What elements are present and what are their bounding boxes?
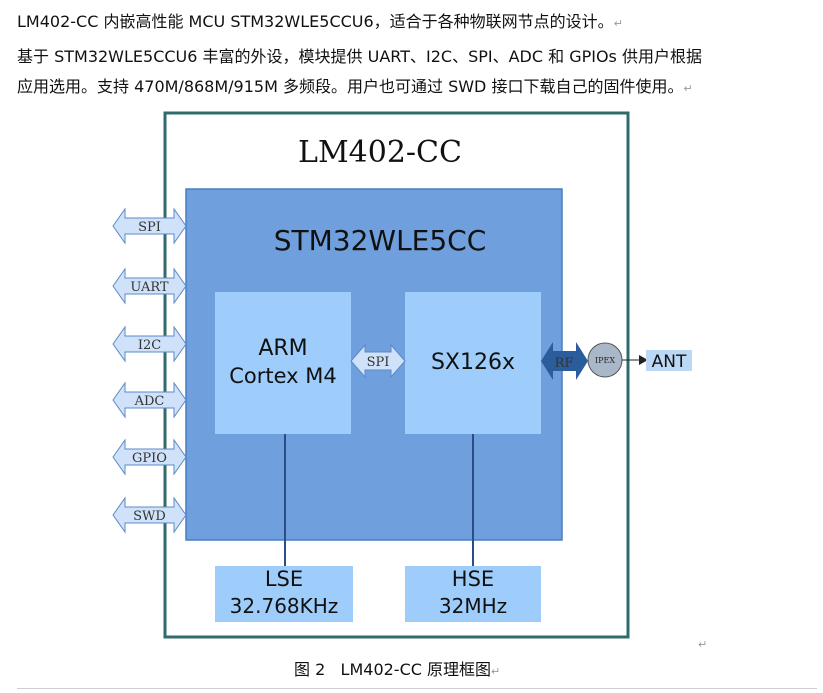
arm-core-block [215, 292, 351, 434]
module-title: LM402-CC [298, 135, 462, 170]
hse-frequency: 32MHz [439, 594, 507, 618]
internal-spi-label: SPI [367, 355, 390, 370]
radio-block [405, 292, 541, 434]
interface-arrow-i2c [112, 325, 187, 363]
lse-block [215, 566, 353, 622]
chip-title: STM32WLE5CC [274, 224, 487, 257]
lse-frequency: 32.768KHz [230, 594, 339, 618]
return-mark: ↵ [683, 82, 693, 95]
interface-arrows: SPI UART I2C ADC GPIO SWD [112, 207, 187, 534]
antenna-label: ANT [652, 352, 687, 372]
interface-label-spi: SPI [138, 220, 161, 235]
return-mark: ↵ [491, 665, 501, 678]
interface-label-gpio: GPIO [132, 451, 167, 466]
radio-label: SX126x [431, 350, 515, 375]
ipex-label: IPEX [595, 356, 615, 365]
interface-arrow-uart [112, 267, 187, 305]
return-mark: ↵ [698, 638, 708, 651]
description-line-2: 基于 STM32WLE5CCU6 丰富的外设，模块提供 UART、I2C、SPI… [17, 47, 702, 66]
description-line-3: 应用选用。支持 470M/868M/915M 多频段。用户也可通过 SWD 接口… [17, 77, 693, 96]
figure-caption: 图 2 LM402-CC 原理框图↵ [294, 656, 500, 680]
interface-arrow-swd [112, 496, 187, 534]
hse-label: HSE [452, 567, 494, 591]
description-line-1: LM402-CC 内嵌高性能 MCU STM32WLE5CCU6，适合于各种物联… [17, 12, 623, 31]
rf-arrow [541, 342, 588, 380]
arm-core-label-2: Cortex M4 [229, 364, 337, 388]
interface-arrow-gpio [112, 438, 187, 476]
page-rule [17, 688, 817, 689]
figure-title: LM402-CC 原理框图 [340, 660, 492, 679]
interface-label-swd: SWD [133, 509, 166, 524]
interface-arrow-spi [112, 207, 187, 245]
lse-label: LSE [265, 567, 303, 591]
hse-block [405, 566, 541, 622]
rf-label: RF [555, 356, 574, 371]
internal-spi-arrow [350, 343, 406, 379]
interface-arrow-adc [112, 381, 187, 419]
figure-number: 图 2 [294, 660, 326, 679]
antenna-box [646, 350, 692, 371]
return-mark: ↵ [613, 17, 623, 30]
arm-core-label-1: ARM [258, 336, 307, 361]
interface-label-uart: UART [130, 280, 169, 295]
antenna-arrow-icon [639, 355, 648, 365]
interface-label-adc: ADC [134, 394, 165, 409]
interface-label-i2c: I2C [138, 338, 161, 353]
